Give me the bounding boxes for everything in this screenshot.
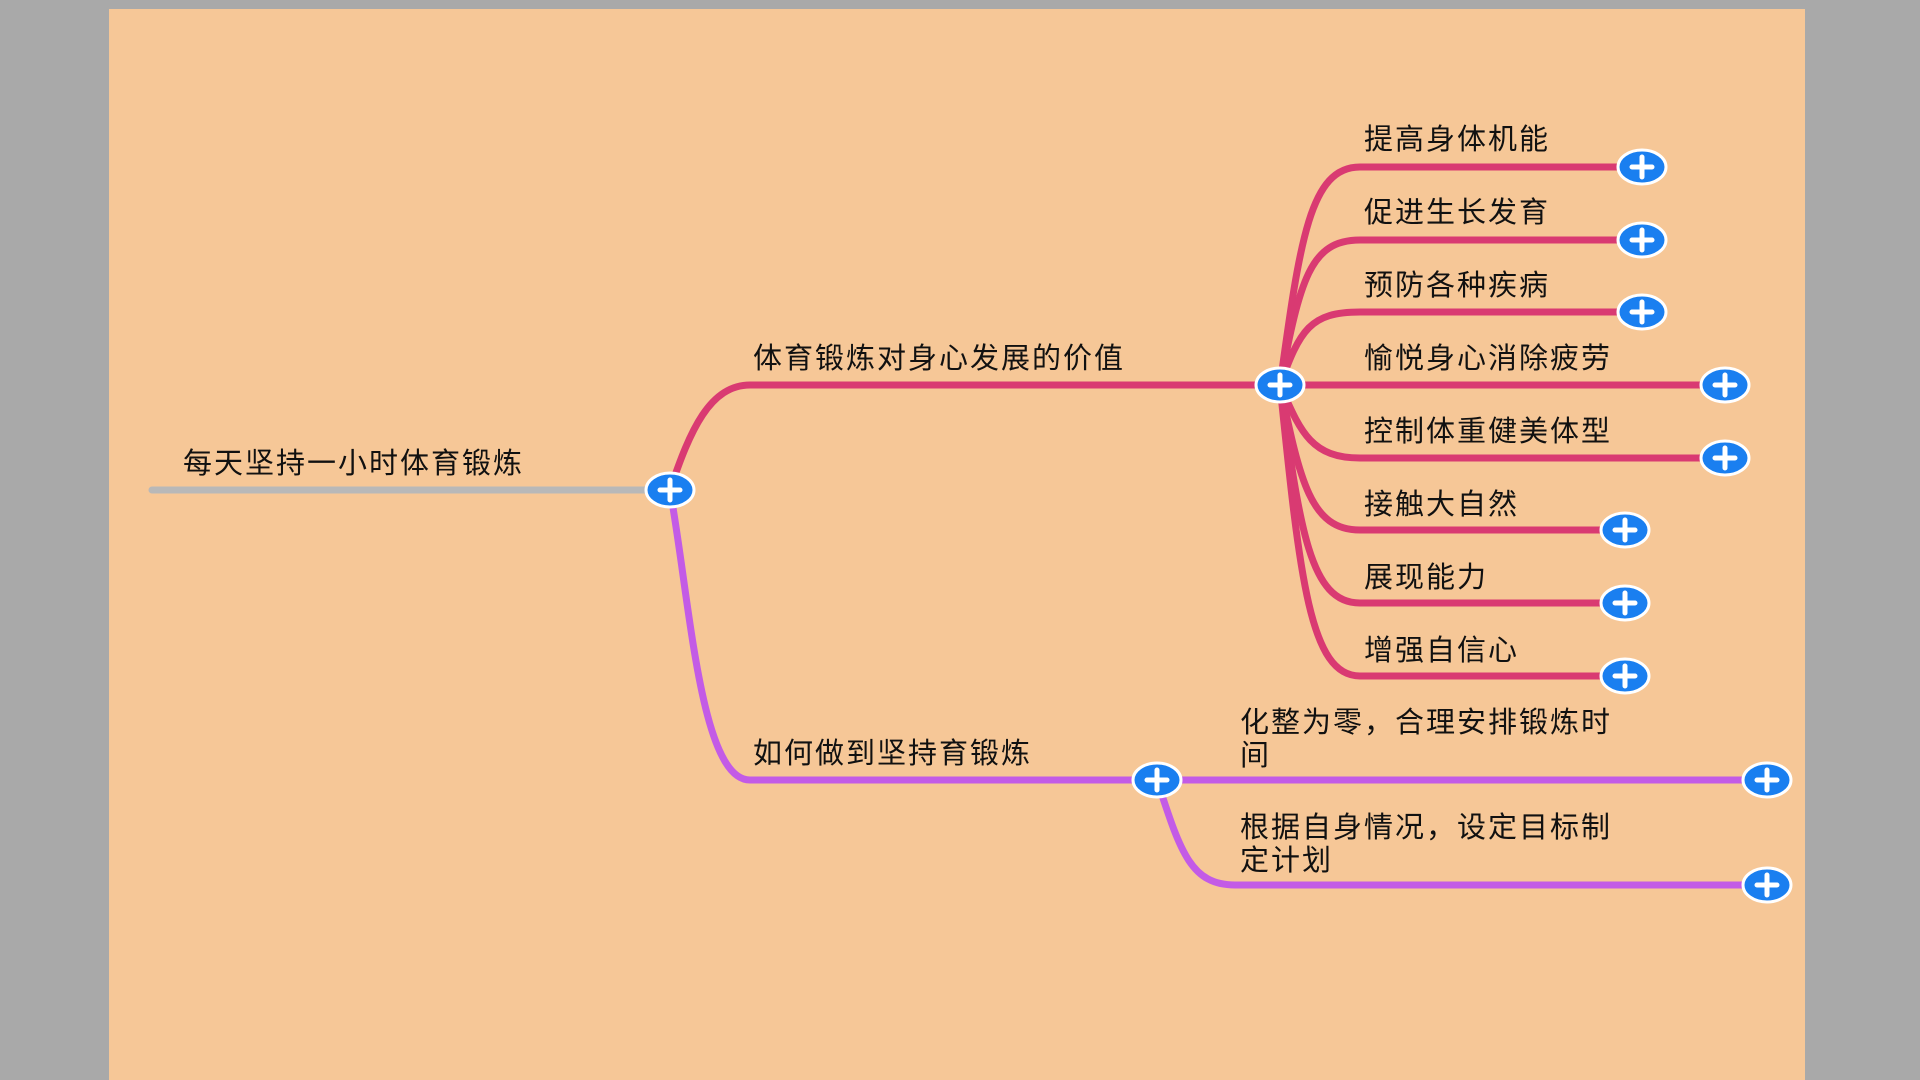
plus-icon — [1754, 872, 1780, 898]
howto-child-2-expand-button[interactable] — [1741, 866, 1793, 904]
plus-icon — [1612, 663, 1638, 689]
plus-icon — [1612, 517, 1638, 543]
connector-value-child-8 — [1276, 381, 1629, 680]
value-child-3-expand-button[interactable] — [1616, 293, 1668, 331]
connector-howto-child-2 — [1153, 776, 1771, 889]
value-child-label-3: 预防各种疾病 — [1364, 268, 1550, 302]
value-child-4-expand-button[interactable] — [1699, 366, 1751, 404]
howto-child-label-1-line1: 化整为零，合理安排锻炼时 — [1240, 705, 1612, 739]
value-child-label-8: 增强自信心 — [1364, 633, 1519, 667]
labels: 每天坚持一小时体育锻炼 体育锻炼对身心发展的价值 如何做到坚持育锻炼 提高身体机… — [183, 122, 1612, 877]
plus-icon — [1712, 445, 1738, 471]
howto-child-1-expand-button[interactable] — [1741, 761, 1793, 799]
value-child-5-expand-button[interactable] — [1699, 439, 1751, 477]
value-child-6-expand-button[interactable] — [1599, 511, 1651, 549]
howto-child-label-1-line2: 间 — [1240, 738, 1271, 772]
value-child-label-5: 控制体重健美体型 — [1364, 414, 1612, 448]
plus-icon — [657, 477, 683, 503]
plus-icon — [1712, 372, 1738, 398]
value-child-1-expand-button[interactable] — [1616, 148, 1668, 186]
plus-icon — [1144, 767, 1170, 793]
connector-root-to-howto — [666, 486, 1161, 784]
value-child-8-expand-button[interactable] — [1599, 657, 1651, 695]
value-child-label-1: 提高身体机能 — [1364, 122, 1550, 156]
value-child-label-7: 展现能力 — [1364, 560, 1488, 594]
connector-value-child-3 — [1276, 308, 1646, 389]
plus-icon — [1629, 154, 1655, 180]
value-child-label-2: 促进生长发育 — [1364, 195, 1550, 229]
value-child-label-4: 愉悦身心消除疲劳 — [1364, 341, 1612, 375]
root-label: 每天坚持一小时体育锻炼 — [183, 446, 524, 480]
expand-buttons — [644, 148, 1793, 904]
value-child-2-expand-button[interactable] — [1616, 221, 1668, 259]
connector-root-to-value — [666, 381, 1284, 494]
plus-icon — [1612, 590, 1638, 616]
branch-value-expand-button[interactable] — [1254, 366, 1306, 404]
plus-icon — [1754, 767, 1780, 793]
branch-howto-expand-button[interactable] — [1131, 761, 1183, 799]
mindmap-canvas — [109, 9, 1805, 1080]
plus-icon — [1629, 227, 1655, 253]
plus-icon — [1629, 299, 1655, 325]
howto-child-label-2-line2: 定计划 — [1240, 843, 1333, 877]
plus-icon — [1267, 372, 1293, 398]
branch-value-label: 体育锻炼对身心发展的价值 — [753, 341, 1125, 375]
value-child-7-expand-button[interactable] — [1599, 584, 1651, 622]
root-expand-button[interactable] — [644, 471, 696, 509]
howto-child-label-2-line1: 根据自身情况，设定目标制 — [1240, 810, 1612, 844]
branch-howto-label: 如何做到坚持育锻炼 — [753, 736, 1032, 770]
value-child-label-6: 接触大自然 — [1364, 487, 1519, 521]
connector-value-child-2 — [1276, 236, 1646, 389]
